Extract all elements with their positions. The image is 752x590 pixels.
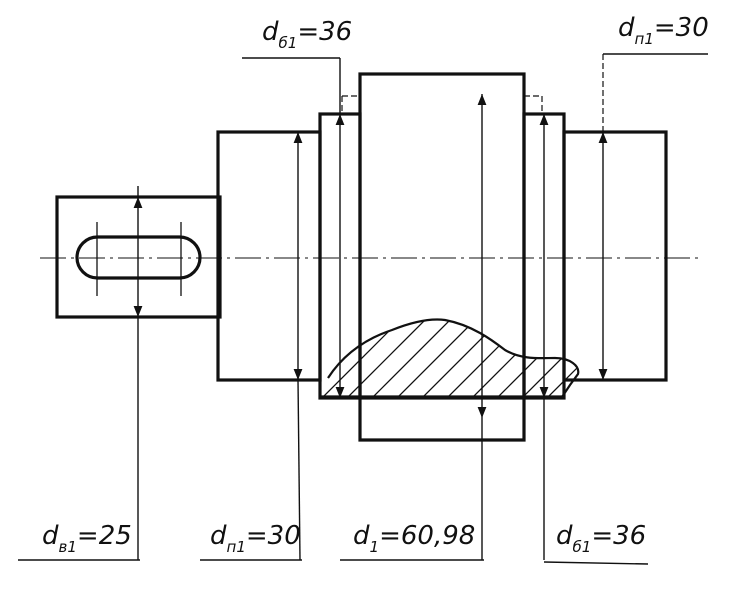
gear-lower-extension [358,398,526,442]
gear-body [358,72,526,400]
dim-line-db1-left [242,57,345,398]
dim-label-dn1-bottom: dп1=30 [210,521,301,556]
right-bearing-journal [562,130,668,382]
label-shelves [18,559,649,565]
dim-line-dn1-left [293,132,303,561]
dim-label-dn1-top-right: dп1=30 [618,13,709,48]
gear-tooth-hidden-lines [341,95,543,114]
dim-label-db1-bottom-right: dб1=36 [556,521,646,556]
dim-line-dn1-right [598,53,708,380]
left-bearing-journal [216,130,322,382]
broken-out-section [320,318,580,399]
dim-label-dv1: dв1=25 [42,521,132,556]
dim-label-db1-top-left: dб1=36 [262,17,352,52]
dim-label-d1: d1=60,98 [353,521,475,556]
